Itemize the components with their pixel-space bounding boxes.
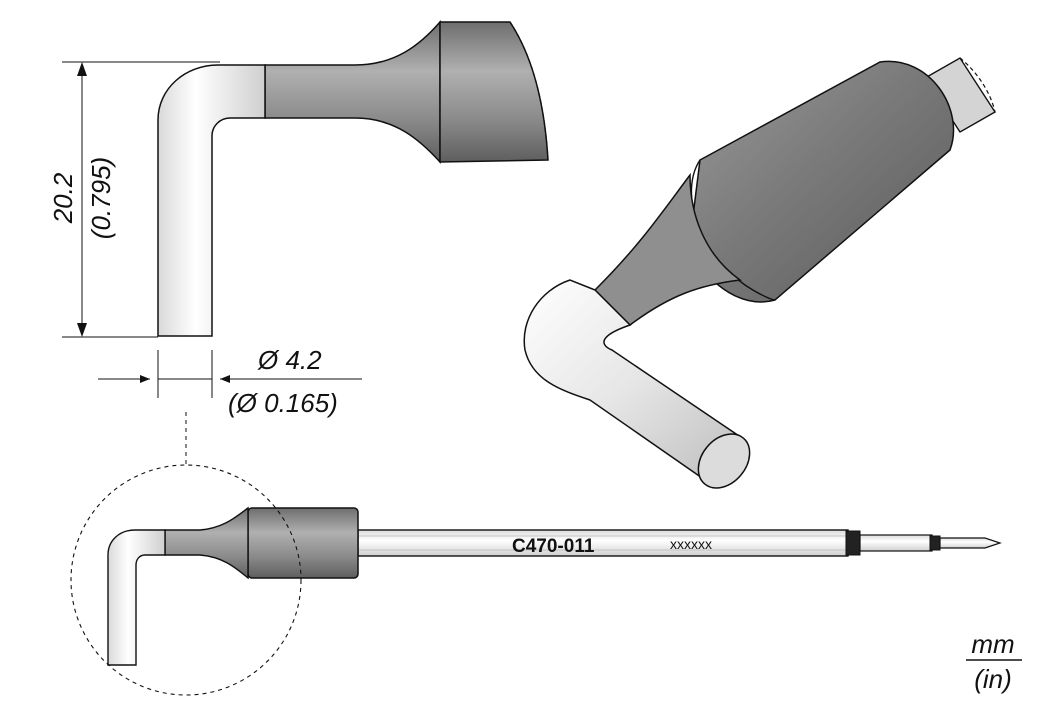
isometric-main-cylinder bbox=[689, 60, 955, 303]
side-view-bent-tube bbox=[157, 64, 266, 337]
full-length-view: C470-011 xxxxxx bbox=[107, 506, 1002, 666]
length-dimension: 20.2 (0.795) bbox=[48, 61, 220, 338]
units-mm-label: mm bbox=[971, 629, 1014, 659]
side-view-cut-edge bbox=[509, 21, 549, 161]
diameter-dimension: Ø 4.2 (Ø 0.165) bbox=[98, 345, 362, 418]
detail-circle bbox=[70, 464, 302, 696]
diameter-mm-label: Ø 4.2 bbox=[257, 345, 322, 375]
part-serial-label: xxxxxx bbox=[670, 536, 712, 552]
side-view-tip bbox=[157, 19, 549, 337]
isometric-bent-tube bbox=[523, 279, 747, 481]
length-in-label: (0.795) bbox=[86, 157, 116, 239]
part-model-label: C470-011 bbox=[512, 536, 595, 557]
isometric-neck bbox=[593, 172, 742, 326]
length-mm-label: 20.2 bbox=[48, 172, 78, 224]
diameter-in-label: (Ø 0.165) bbox=[228, 388, 338, 418]
units-legend: mm (in) bbox=[966, 629, 1022, 694]
side-view-flange bbox=[439, 21, 549, 163]
side-view-neck bbox=[264, 19, 441, 164]
isometric-view bbox=[523, 57, 996, 489]
units-in-label: (in) bbox=[974, 664, 1012, 694]
isometric-tube-end bbox=[697, 433, 751, 489]
